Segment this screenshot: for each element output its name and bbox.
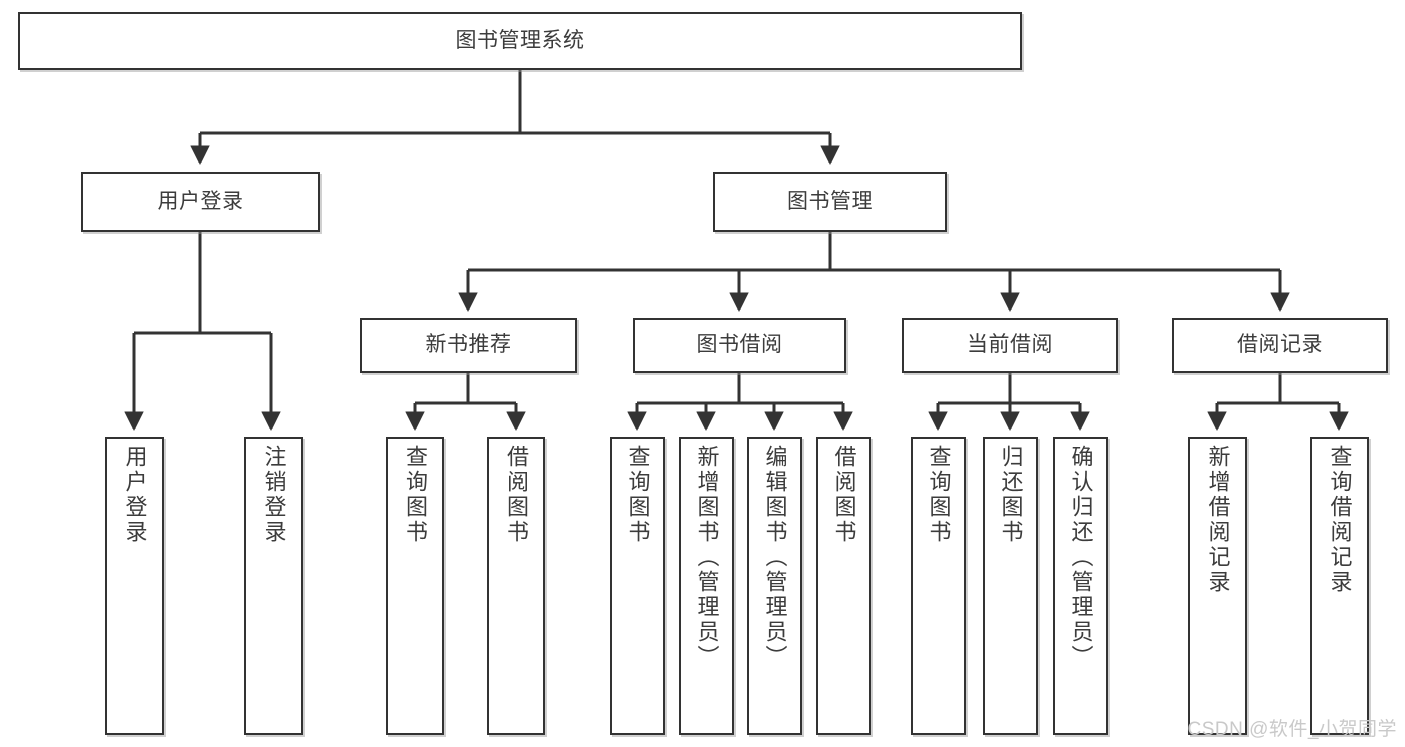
leaf-user-login[interactable]: 用户登录: [105, 437, 164, 735]
leaf-query-book-rec[interactable]: 查询图书: [386, 437, 444, 735]
leaf-borrow-book[interactable]: 借阅图书: [816, 437, 871, 735]
leaf-return-book-label: 归还图书: [998, 445, 1024, 545]
node-book-manage[interactable]: 图书管理: [713, 172, 947, 232]
node-user-login-label: 用户登录: [157, 189, 244, 213]
leaf-add-book[interactable]: 新增图书（管理员）: [679, 437, 734, 735]
leaf-user-login-label: 用户登录: [122, 445, 148, 545]
leaf-add-record-label: 新增借阅记录: [1205, 445, 1231, 595]
leaf-query-book-rec-label: 查询图书: [403, 445, 428, 545]
leaf-query-book-cur[interactable]: 查询图书: [911, 437, 966, 735]
node-user-login[interactable]: 用户登录: [81, 172, 320, 232]
leaf-borrow-book-rec-label: 借阅图书: [504, 445, 529, 545]
leaf-query-record-label: 查询借阅记录: [1327, 445, 1353, 595]
leaf-add-record[interactable]: 新增借阅记录: [1188, 437, 1247, 735]
leaf-query-book[interactable]: 查询图书: [610, 437, 665, 735]
leaf-borrow-book-rec[interactable]: 借阅图书: [487, 437, 545, 735]
leaf-edit-book[interactable]: 编辑图书（管理员）: [747, 437, 802, 735]
leaf-confirm-return-label: 确认归还（管理员）: [1068, 445, 1094, 670]
csdn-watermark: CSDN @软件_小贺同学: [1187, 719, 1397, 740]
leaf-edit-book-label: 编辑图书（管理员）: [762, 445, 788, 670]
node-new-book-rec-label: 新书推荐: [425, 333, 512, 357]
leaf-confirm-return[interactable]: 确认归还（管理员）: [1053, 437, 1108, 735]
node-borrow-record[interactable]: 借阅记录: [1172, 318, 1388, 373]
node-borrow-record-label: 借阅记录: [1237, 333, 1323, 357]
node-book-manage-label: 图书管理: [787, 189, 873, 213]
leaf-query-book-cur-label: 查询图书: [926, 445, 952, 545]
leaf-query-record[interactable]: 查询借阅记录: [1310, 437, 1369, 735]
node-book-borrow[interactable]: 图书借阅: [633, 318, 846, 373]
node-root-label: 图书管理系统: [455, 28, 585, 52]
node-root[interactable]: 图书管理系统: [18, 12, 1022, 70]
leaf-add-book-label: 新增图书（管理员）: [694, 445, 720, 670]
leaf-query-book-label: 查询图书: [625, 445, 651, 545]
connector-lines: [124, 70, 1349, 431]
node-current-borrow-label: 当前借阅: [967, 333, 1053, 357]
leaf-return-book[interactable]: 归还图书: [983, 437, 1038, 735]
node-new-book-rec[interactable]: 新书推荐: [360, 318, 577, 373]
leaf-user-logout-label: 注销登录: [261, 445, 287, 545]
node-book-borrow-label: 图书借阅: [696, 333, 783, 357]
leaf-user-logout[interactable]: 注销登录: [244, 437, 303, 735]
node-current-borrow[interactable]: 当前借阅: [902, 318, 1118, 373]
leaf-borrow-book-label: 借阅图书: [831, 445, 857, 545]
